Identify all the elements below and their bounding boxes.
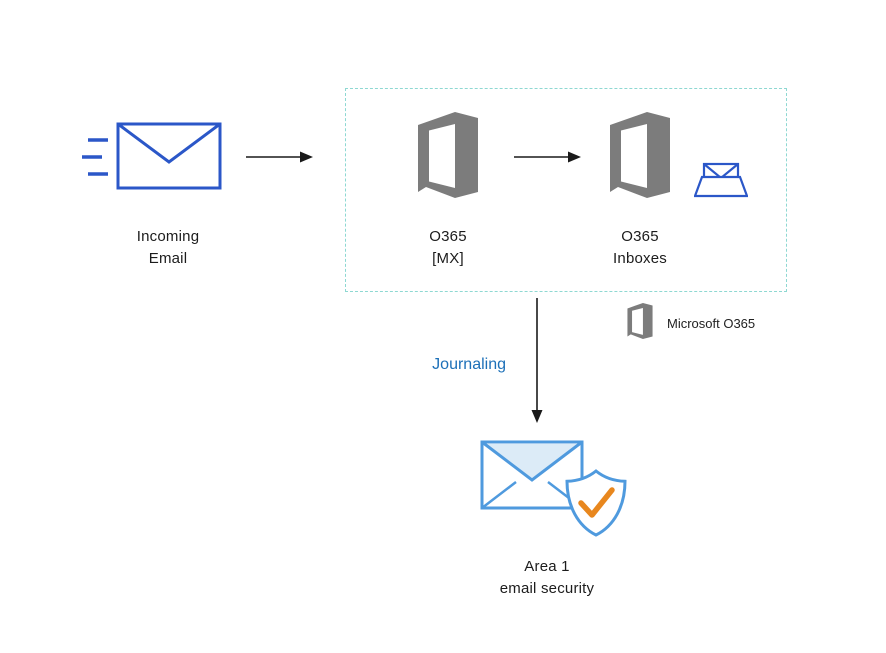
envelope-in-tray-icon (694, 162, 748, 198)
envelope-outline (116, 122, 222, 190)
journaling-label: Journaling (432, 356, 506, 373)
shield-outline (565, 469, 627, 537)
office365-logo-shape (418, 112, 478, 198)
speed-lines-icon (82, 138, 108, 176)
office365-logo-shape (610, 112, 670, 198)
incoming-email-icon (82, 122, 222, 190)
office365-inboxes-icon (610, 112, 670, 198)
incoming-email-label-line2: Email (148, 250, 188, 267)
o365-mx-label-line2: [MX] (432, 250, 464, 267)
office365-legend-icon (627, 303, 653, 339)
incoming-email-label-line1: Incoming (136, 228, 200, 245)
email-security-icon (480, 440, 627, 537)
tray-pocket (694, 175, 748, 198)
legend-microsoft-o365-label: Microsoft O365 (667, 316, 756, 331)
o365-boundary-box (345, 88, 787, 292)
arrow-incoming-to-o365 (246, 151, 313, 163)
o365-inboxes-label: O365 Inboxes (565, 226, 715, 270)
incoming-email-label: Incoming Email (93, 226, 243, 270)
o365-inboxes-label-line2: Inboxes (613, 250, 667, 267)
arrow-journaling-down (531, 298, 543, 423)
checkmark-icon (578, 487, 615, 518)
area1-label-line1: Area 1 (524, 558, 570, 575)
arrow-mx-to-inboxes (514, 151, 581, 163)
o365-mx-label-line1: O365 (429, 228, 467, 245)
area1-label: Area 1 email security (472, 556, 622, 600)
shield-icon (565, 469, 627, 537)
envelope-flap (117, 122, 221, 164)
o365-inboxes-label-line1: O365 (621, 228, 659, 245)
area1-label-line2: email security (499, 580, 595, 597)
security-envelope-flap-fill (484, 444, 580, 478)
office365-logo-shape (627, 303, 653, 339)
o365-mx-label: O365 [MX] (373, 226, 523, 270)
office365-mx-icon (418, 112, 478, 198)
security-envelope-flap (481, 440, 583, 482)
